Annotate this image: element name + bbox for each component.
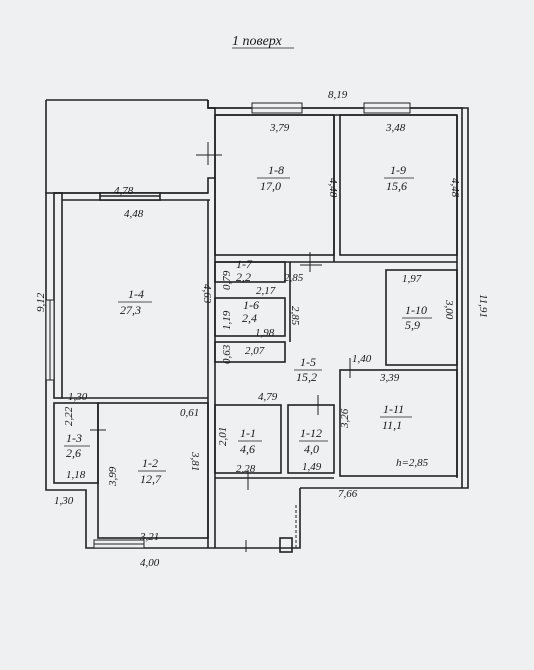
dim-r7-h: 0,79 (221, 270, 233, 290)
plan-title: 1 поверх (232, 34, 283, 49)
dim-r3-w: 1,18 (66, 469, 86, 481)
doors (90, 142, 387, 552)
room-label-6: 1-6 (243, 298, 259, 312)
dim-r2-left: 3,99 (107, 466, 119, 487)
dim-left-total: 9,12 (35, 292, 47, 312)
room-area-7: 2,2 (236, 270, 251, 284)
dim-r2-bottom: 3,21 (139, 531, 159, 543)
dim-right-total: 11,91 (477, 294, 489, 318)
room-area-1: 4,6 (240, 442, 255, 456)
room-area-2: 12,7 (140, 472, 162, 486)
dim-height: h=2,85 (396, 457, 429, 469)
dim-bottom-right: 7,66 (338, 488, 358, 500)
room-label-11: 1-11 (383, 402, 404, 416)
dim-r6-w: 1,98 (255, 327, 275, 339)
dim-r6b-h: 0,63 (221, 344, 233, 364)
room-label-7: 1-7 (236, 257, 253, 271)
windows (45, 102, 411, 549)
dim-r3-h: 2,22 (63, 406, 75, 426)
room-label-9: 1-9 (390, 163, 406, 177)
dim-bottom-total: 4,00 (140, 557, 160, 569)
room-label-8: 1-8 (268, 163, 284, 177)
dim-r11-h: 3,26 (339, 408, 351, 429)
dim-r11-w: 3,39 (379, 372, 400, 384)
dim-upper-inner: 4,48 (124, 208, 144, 220)
dim-right-room8: 4,48 (327, 178, 339, 198)
room-label-5: 1-5 (300, 355, 316, 369)
dim-r10-w: 1,97 (402, 273, 422, 285)
room-area-11: 11,1 (382, 418, 402, 432)
dim-r12-w: 4,79 (258, 391, 278, 403)
room-area-12: 4,0 (304, 442, 319, 456)
room-9-walls (339, 114, 458, 256)
entrance-post (279, 537, 293, 553)
exterior-right (207, 100, 469, 489)
room-label-1: 1-1 (240, 426, 256, 440)
dimension-labels: 8,19 3,79 3,48 4,78 4,48 2,85 2,17 1,98 … (35, 89, 489, 569)
dim-hall-top: 2,85 (284, 272, 304, 284)
dim-top-total: 8,19 (328, 89, 348, 101)
dim-right-room9: 4,48 (449, 178, 461, 198)
dim-r12-bottom: 1,49 (302, 461, 322, 473)
dim-left-step-top: 1,30 (68, 391, 88, 403)
dim-hall-right: 2,85 (289, 306, 301, 326)
dim-r10-h: 3,00 (443, 299, 455, 320)
room-label-12: 1-12 (300, 426, 322, 440)
dim-r1-h: 2,01 (217, 427, 229, 446)
dim-top-room8: 3,79 (269, 122, 290, 134)
room-area-4: 27,3 (120, 303, 141, 317)
dim-left-step-bottom: 1,30 (54, 495, 74, 507)
entrance-walls (215, 488, 301, 549)
room-label-3: 1-3 (66, 431, 82, 445)
dim-r6b-w: 2,07 (245, 345, 265, 357)
room-area-9: 15,6 (386, 179, 407, 193)
room-area-3: 2,6 (66, 446, 81, 460)
room-area-6: 2,4 (242, 311, 257, 325)
room-area-8: 17,0 (260, 179, 281, 193)
room-12-walls (287, 404, 335, 474)
dim-upper-outer: 4,78 (114, 185, 134, 197)
room-label-2: 1-2 (142, 456, 158, 470)
room-labels: 1-8 17,0 1-9 15,6 1-4 27,3 1-7 2,2 1-6 2… (64, 163, 432, 486)
walls (45, 99, 469, 553)
dim-r1-w: 2,28 (236, 463, 256, 475)
room-label-4: 1-4 (128, 287, 144, 301)
dim-r6-h: 1,19 (221, 310, 233, 330)
room-area-5: 15,2 (296, 370, 317, 384)
dim-top-room9: 3,48 (385, 122, 406, 134)
dim-r2-right: 3,81 (189, 451, 201, 471)
room-area-10: 5,9 (405, 318, 420, 332)
room-label-10: 1-10 (405, 303, 427, 317)
dim-r7-w: 2,17 (256, 285, 276, 297)
room-11-walls (339, 369, 458, 477)
dim-hall-small: 0,61 (180, 407, 199, 419)
dim-r4-right: 4,63 (201, 284, 213, 304)
dim-hall-step: 1,40 (352, 353, 372, 365)
